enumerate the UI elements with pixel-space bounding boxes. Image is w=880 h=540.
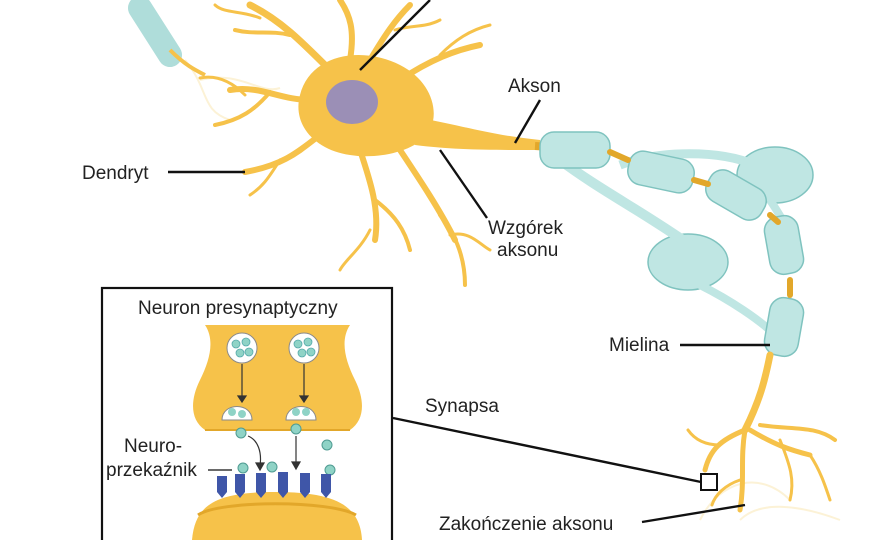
neurotransmitters [235, 423, 336, 476]
receptors [217, 472, 331, 498]
leader-top [359, 0, 431, 71]
incoming-axon [128, 0, 206, 77]
presynaptic-terminal [193, 325, 362, 430]
leader-synapse [392, 416, 702, 484]
vesicle-transport-arrows [236, 364, 310, 472]
label-axon-hillock-2: aksonu [497, 240, 558, 261]
synaptic-vesicles [221, 332, 320, 421]
leader-axon-hillock [439, 149, 488, 219]
synapse-inset: Neuron presynaptyczny [100, 286, 394, 540]
axon-terminal-branches [686, 351, 837, 513]
label-axon-terminal: Zakończenie aksonu [439, 514, 613, 535]
label-neurotransmitter-2: przekaźnik [106, 460, 197, 481]
label-dendrite: Dendryt [82, 163, 149, 184]
soma [298, 55, 540, 157]
leader-axon [513, 99, 542, 144]
label-synapse: Synapsa [425, 396, 499, 417]
nucleus [326, 80, 378, 124]
label-neurotransmitter-1: Neuro- [124, 436, 182, 457]
label-axon: Akson [508, 76, 561, 97]
label-myelin: Mielina [609, 335, 670, 356]
leader-axon-terminal [641, 503, 746, 524]
synapse-marker [700, 473, 718, 491]
myelin-sheath [539, 131, 814, 358]
label-presynaptic-neuron: Neuron presynaptyczny [138, 298, 338, 319]
label-axon-hillock-1: Wzgórek [488, 218, 563, 239]
postsynaptic-membrane [192, 492, 362, 540]
nodes-of-ranvier [607, 149, 793, 298]
